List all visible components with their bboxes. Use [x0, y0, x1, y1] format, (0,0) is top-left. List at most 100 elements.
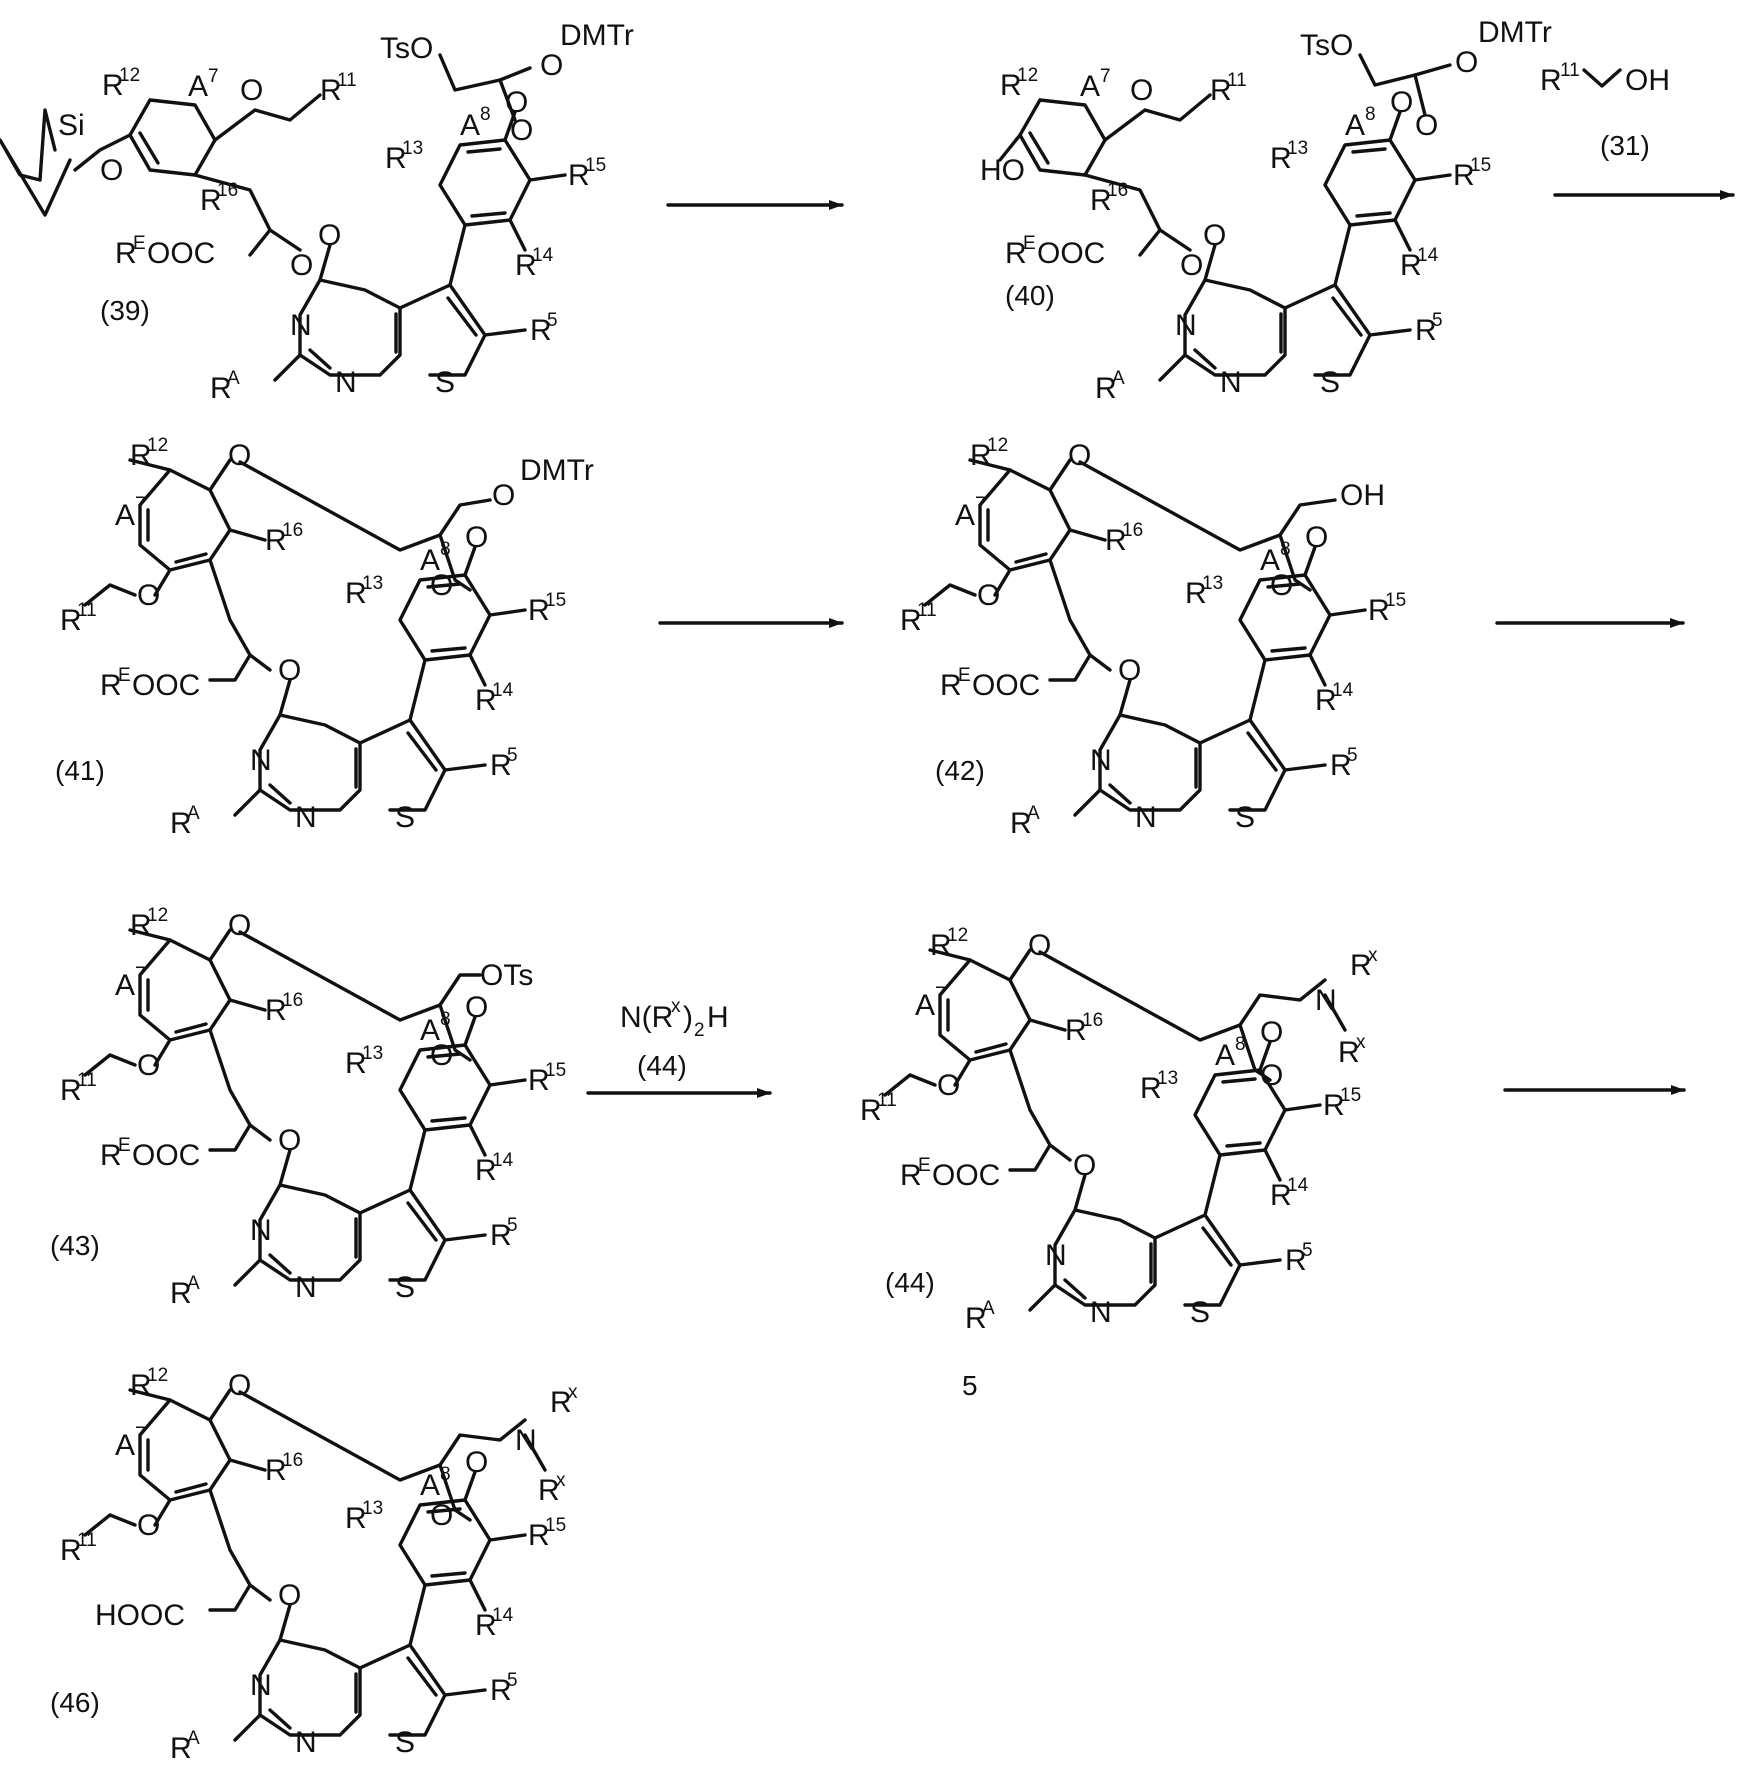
c40-core-aryl-dbl1: [1357, 213, 1390, 216]
c46-core-r15-sup: 15: [545, 1515, 566, 1536]
c43-id: (43): [50, 1230, 100, 1261]
c46-id: (46): [50, 1687, 100, 1718]
c42-o-ester-bond: [1090, 655, 1110, 670]
c44-extra: 5: [962, 1370, 978, 1401]
c42-core-r14-bond: [1310, 655, 1325, 685]
c40-o-bond: [1160, 230, 1190, 250]
c42-core-aryl-dbl1: [1272, 648, 1305, 651]
c39-core-aryl: [440, 140, 530, 225]
c39-core-a8-sup: 8: [480, 104, 491, 125]
c40-core-aryl-dbl2: [1353, 149, 1385, 152]
c43-a7-sup: 7: [135, 964, 146, 985]
c39-core-s: S: [435, 366, 455, 399]
c41-o-top-bond: [210, 460, 230, 490]
c44-core-r13-sup: 13: [1157, 1068, 1178, 1089]
c46-o-ester-bond: [250, 1585, 270, 1600]
reagent-31-r: R: [1540, 64, 1562, 97]
c41-ch2-chain: [210, 560, 250, 680]
c42-core-pyr-bottom: [1100, 743, 1200, 810]
c39-core-pyr-bottom: [300, 308, 400, 375]
c46-core-o4: O: [278, 1579, 301, 1612]
c46-core-aryl-link: [410, 1585, 425, 1645]
reagent-31-id: (31): [1600, 130, 1650, 161]
c46-n: N: [515, 1424, 537, 1457]
reagent-44-sup: x: [671, 996, 681, 1017]
c40-core-n3: N: [1220, 366, 1242, 399]
c42-core-r15-bond: [1330, 610, 1365, 615]
c41-r16-bond: [230, 530, 265, 540]
c39-o-bond: [270, 230, 300, 250]
c46-ring: [140, 1400, 230, 1500]
c40-core-r14-bond: [1395, 220, 1410, 250]
c40-o-ester: O: [1180, 249, 1203, 282]
c40-core-ra-sup: A: [1112, 368, 1125, 389]
c41-r11-sup: 11: [77, 600, 97, 621]
c43-core-r15-sup: 15: [545, 1060, 566, 1081]
c42-core-r14-sup: 14: [1332, 680, 1354, 701]
c39-core-n3: N: [335, 366, 357, 399]
c42-a7: A: [955, 499, 975, 532]
c41-core-pyr-top: [280, 715, 360, 743]
c43-ch2-chain: [210, 1030, 250, 1150]
c44-core-r15-sup: 15: [1340, 1085, 1361, 1106]
compound-46: R12OA7R16OR11HOOCNRxRxONNSORAR5R14R15R13…: [50, 1365, 578, 1765]
c41-ring: [140, 470, 230, 570]
c41-ooc: OOC: [132, 669, 200, 702]
c43-core-aryl-link: [410, 1130, 425, 1190]
c46-rx2-sup: x: [556, 1470, 566, 1491]
c43-ring: [140, 940, 230, 1040]
c46-core-pyr-bottom: [260, 1668, 360, 1735]
c41-core-aryl-link: [410, 660, 425, 720]
c41-core-aryl-dbl1: [432, 648, 465, 651]
c39-o-r11: [215, 95, 320, 140]
c41-o11: O: [137, 579, 160, 612]
c44-ring: [940, 960, 1030, 1060]
c40-dmtr: DMTr: [1478, 16, 1552, 49]
c44-core-aryl-dbl1: [1227, 1143, 1260, 1146]
c46-core-a8-sup: 8: [440, 1464, 451, 1485]
c39-o-si-l: O: [100, 154, 123, 187]
c39-o-top: O: [240, 74, 263, 107]
c42-core-a8-sup: 8: [1280, 539, 1291, 560]
c42-core-o-aryl: O: [1305, 521, 1328, 554]
c43-r11-sup: 11: [77, 1070, 97, 1091]
c42-r16-bond: [1070, 530, 1105, 540]
c39-core-r15-bond: [530, 175, 565, 180]
c40-core-r5-bond: [1370, 330, 1410, 335]
c42-o11: O: [977, 579, 1000, 612]
c43-core-a8: A: [420, 1014, 440, 1047]
c39-dmtr: DMTr: [560, 19, 634, 52]
c44-r16-sup: 16: [1082, 1010, 1103, 1031]
c46-r16-sup: 16: [282, 1450, 303, 1471]
compound-39: R12A7OR11SiOR16REOOCOTsODMTrOONNSORAR5R1…: [0, 19, 634, 405]
c42-re-sup: E: [958, 665, 971, 686]
c40-core-r5-sup: 5: [1432, 310, 1443, 331]
c46-core-r5-sup: 5: [507, 1670, 518, 1691]
c41-core-a8: A: [420, 544, 440, 577]
c44-o11: O: [937, 1069, 960, 1102]
c41-core-r14-sup: 14: [492, 680, 514, 701]
c40-core-r14-sup: 14: [1417, 245, 1439, 266]
c42-core-n1: N: [1090, 744, 1112, 777]
c46-o11: O: [137, 1509, 160, 1542]
c39-core-r15-sup: 15: [585, 155, 606, 176]
c40-core-pyr-bottom: [1185, 308, 1285, 375]
c39-a7-sup: 7: [208, 66, 219, 87]
c44-rx1-sup: x: [1368, 945, 1378, 966]
c41-id: (41): [55, 755, 105, 786]
c40-a7-sup: 7: [1100, 66, 1111, 87]
c40-core-s: S: [1320, 366, 1340, 399]
c44-n: N: [1315, 984, 1337, 1017]
c40-core-aryl: [1325, 140, 1415, 225]
c43-core-n1: N: [250, 1214, 272, 1247]
c43-r16-sup: 16: [282, 990, 303, 1011]
c46-r16-bond: [230, 1460, 265, 1470]
c39-core-r5-sup: 5: [547, 310, 558, 331]
c39-core-r14-sup: 14: [532, 245, 554, 266]
c40-r16-sup: 16: [1107, 180, 1128, 201]
c43-core-r15-bond: [490, 1080, 525, 1085]
compound-43: R12OA7R16OR11REOOCOTsONNSORAR5R14R15R13A…: [50, 905, 566, 1310]
c39-core-aryl-dbl2: [468, 149, 500, 152]
c46-core-r14-sup: 14: [492, 1605, 514, 1626]
